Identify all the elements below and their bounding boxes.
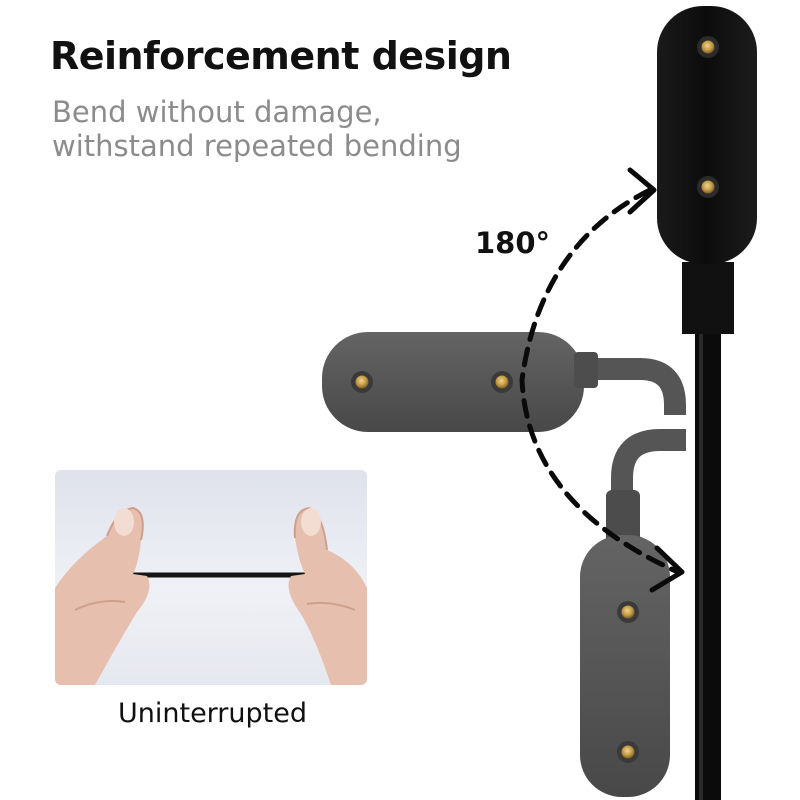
photo-caption: Uninterrupted — [118, 698, 307, 729]
grey-cable-upper — [578, 358, 686, 415]
bend-photo — [55, 470, 367, 685]
grey-strain-relief-lower — [606, 490, 640, 548]
bend-arrow-icon — [519, 167, 685, 593]
grey-connector-vertical — [580, 535, 670, 797]
subtitle-line-1: Bend without damage, — [52, 95, 382, 129]
black-strain-relief — [682, 262, 734, 334]
bend-angle-label: 180° — [475, 226, 551, 260]
grey-cable-lower — [611, 429, 686, 545]
black-cable — [695, 300, 721, 800]
headline: Reinforcement design — [50, 34, 512, 78]
black-connector — [657, 6, 757, 264]
subtitle-line-2: withstand repeated bending — [52, 129, 462, 163]
grey-connector-horizontal — [322, 332, 598, 432]
hands-stretching-cable-image — [55, 506, 367, 685]
